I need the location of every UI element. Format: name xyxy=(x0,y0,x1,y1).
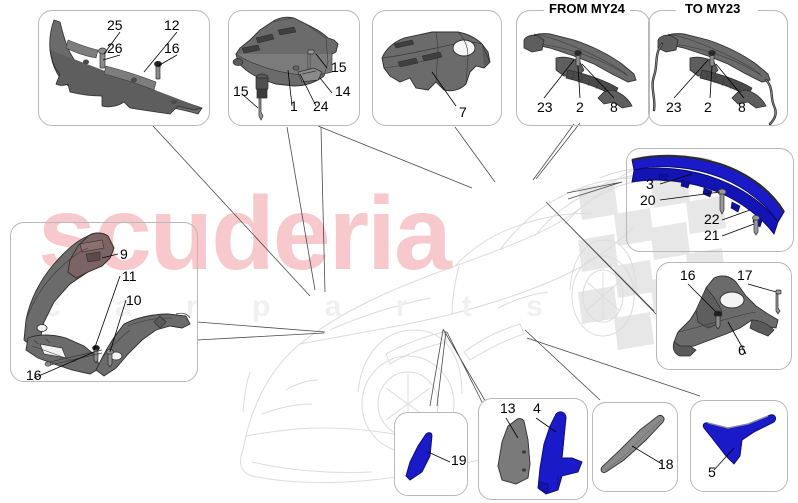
panel-18-callout-lines xyxy=(631,445,663,465)
callout-13: 13 xyxy=(500,400,516,416)
part-dash-crossmember-graphic xyxy=(49,19,203,115)
part-left-side-structure-graphic xyxy=(23,232,191,377)
panel-rear-spoiler-callout-lines xyxy=(659,173,755,237)
panel-header-to-my23: TO MY23 xyxy=(680,1,746,16)
callout-23-a: 23 xyxy=(537,99,553,115)
callout-14: 14 xyxy=(335,83,351,99)
callout-15-b: 15 xyxy=(233,83,249,99)
callout-22: 22 xyxy=(704,211,720,227)
panel-my24-callout-lines xyxy=(543,59,615,99)
callout-19: 19 xyxy=(451,452,467,468)
part-wheelarch-liner-graphic xyxy=(381,31,491,92)
callout-1: 1 xyxy=(290,98,298,114)
callout-21: 21 xyxy=(704,227,720,243)
panel-top-rule-right xyxy=(758,10,774,11)
callout-10: 10 xyxy=(126,292,142,308)
panel-5-callout-lines xyxy=(713,447,735,471)
panel-underbody-tray-callout-lines xyxy=(241,53,333,109)
panel-my23-callout-lines xyxy=(673,59,745,99)
callout-15-a: 15 xyxy=(331,59,347,75)
panel-small-blue-wedge[interactable] xyxy=(394,412,468,496)
panel-dash-crossmember-callout-lines xyxy=(102,31,178,73)
callout-20: 20 xyxy=(640,192,656,208)
panel-rear-crossbeam-to-my23[interactable]: TO MY23 xyxy=(648,1,788,126)
callout-16-b: 16 xyxy=(26,367,42,383)
callout-2-a: 2 xyxy=(576,99,584,115)
callout-2-b: 2 xyxy=(704,99,712,115)
panel-rear-spoiler[interactable] xyxy=(626,148,794,252)
panel-rear-crossbeam-from-my24[interactable]: FROM MY24 xyxy=(516,1,650,126)
panel-blue-fin-pair[interactable] xyxy=(478,398,588,500)
callout-6: 6 xyxy=(738,342,746,358)
callout-8-b: 8 xyxy=(738,99,746,115)
part-rear-spoiler-graphic xyxy=(631,154,785,236)
callout-25: 25 xyxy=(107,17,123,33)
callout-7: 7 xyxy=(459,104,467,120)
panel-border xyxy=(648,10,788,126)
callout-9: 9 xyxy=(120,246,128,262)
callout-23-b: 23 xyxy=(666,99,682,115)
part-rear-crossbeam-my23-graphic xyxy=(651,33,777,126)
callout-17: 17 xyxy=(737,267,753,283)
part-small-blue-wedge-graphic xyxy=(405,432,433,481)
part-underbody-tray-graphic xyxy=(232,16,339,121)
callout-12: 12 xyxy=(164,17,180,33)
panel-left-side-structure[interactable] xyxy=(10,222,198,382)
callout-8-a: 8 xyxy=(610,99,618,115)
part-blue-winglet-graphic xyxy=(702,414,777,465)
panel-top-rule-left xyxy=(530,10,546,11)
callout-18: 18 xyxy=(658,456,674,472)
panel-dash-crossmember[interactable] xyxy=(38,10,210,126)
panel-wheelarch-liner[interactable] xyxy=(372,10,502,126)
part-blue-fin-pair-graphic xyxy=(497,411,583,495)
panel-wheelarch-liner-callout-lines xyxy=(431,71,457,107)
panel-header-from-my24: FROM MY24 xyxy=(544,1,630,16)
panel-19-callout-lines xyxy=(427,451,451,463)
panel-rear-subframe-callout-lines xyxy=(687,283,777,355)
panel-underbody-tray[interactable] xyxy=(228,10,360,126)
panel-border xyxy=(516,10,650,126)
callout-3: 3 xyxy=(646,176,654,192)
callout-26: 26 xyxy=(107,40,123,56)
callout-16-a: 16 xyxy=(164,40,180,56)
panel-top-rule-left xyxy=(662,10,676,11)
panel-left-side-callout-lines xyxy=(33,253,127,379)
callout-24: 24 xyxy=(313,98,329,114)
part-gray-blade-graphic xyxy=(600,415,665,473)
callout-4: 4 xyxy=(533,400,541,416)
callout-16-c: 16 xyxy=(680,267,696,283)
callout-5: 5 xyxy=(708,464,716,480)
panel-fin-pair-callout-lines xyxy=(505,417,557,439)
callout-11: 11 xyxy=(122,268,137,284)
